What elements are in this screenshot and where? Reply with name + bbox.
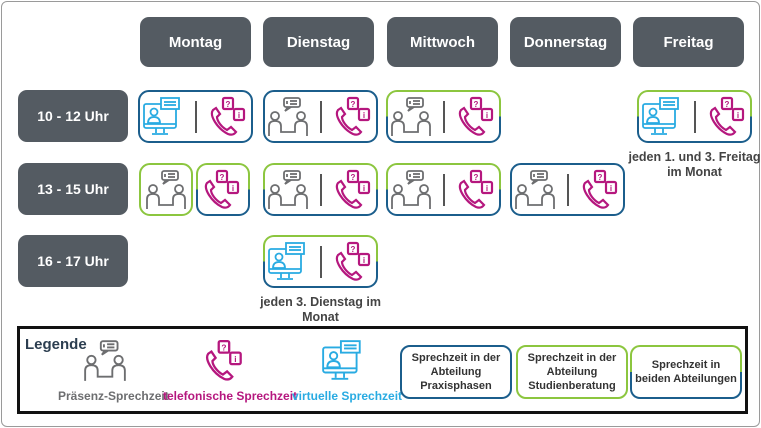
phone-info-icon: [207, 96, 251, 138]
separator: [693, 100, 696, 133]
consultation-slot: [139, 163, 193, 216]
phone-info-icon: [455, 96, 499, 138]
legend-phone-info-icon: [202, 339, 248, 383]
phone-info-icon: [332, 241, 376, 283]
phone-info-icon: [579, 169, 623, 211]
person-meeting-icon: [513, 169, 557, 211]
consultation-slot: [138, 90, 253, 143]
legend-department-box: Sprechzeit in beiden Abteilungen: [630, 345, 742, 399]
day-header-0: Montag: [140, 17, 251, 67]
virtual-screen-icon: [640, 96, 684, 138]
time-slot-2: 16 - 17 Uhr: [18, 235, 128, 287]
consultation-slot: [196, 163, 250, 216]
separator: [442, 100, 445, 133]
legend-department-label: Sprechzeit in der Abteilung Praxisphasen: [411, 352, 501, 392]
consultation-slot: [263, 235, 378, 288]
day-header-1: Dienstag: [263, 17, 374, 67]
consultation-slot: [510, 163, 625, 216]
separator: [442, 173, 445, 206]
legend-department-box: Sprechzeit in der Abteilung Studienberat…: [516, 345, 628, 399]
consultation-slot: [263, 163, 378, 216]
legend-virtual-screen-icon: [320, 339, 366, 383]
legend-title: Legende: [25, 336, 87, 353]
person-meeting-icon: [389, 96, 433, 138]
legend-department-label: Sprechzeit in beiden Abteilungen: [635, 359, 737, 385]
legend-mode-label: virtuelle Sprechzeit: [292, 389, 403, 403]
time-slot-0: 10 - 12 Uhr: [18, 90, 128, 142]
day-header-4: Freitag: [633, 17, 744, 67]
day-header-2: Mittwoch: [387, 17, 498, 67]
person-meeting-icon: [389, 169, 433, 211]
phone-info-icon: [201, 169, 245, 211]
consultation-slot: [263, 90, 378, 143]
virtual-screen-icon: [141, 96, 185, 138]
separator: [194, 100, 197, 133]
person-meeting-icon: [266, 169, 310, 211]
time-slot-1: 13 - 15 Uhr: [18, 163, 128, 215]
slot-note: jeden 1. und 3. Freitag im Monat: [628, 150, 761, 179]
phone-info-icon: [455, 169, 499, 211]
separator: [566, 173, 569, 206]
phone-info-icon: [332, 96, 376, 138]
day-header-3: Donnerstag: [510, 17, 621, 67]
legend-mode-label: Präsenz-Sprechzeit: [58, 389, 169, 403]
legend-mode-label: telefonische Sprechzeit: [163, 389, 298, 403]
person-meeting-icon: [266, 96, 310, 138]
separator: [319, 100, 322, 133]
consultation-slot: [386, 90, 501, 143]
phone-info-icon: [706, 96, 750, 138]
legend-department-box: Sprechzeit in der Abteilung Praxisphasen: [400, 345, 512, 399]
virtual-screen-icon: [266, 241, 310, 283]
consultation-slot: [637, 90, 752, 143]
slot-note: jeden 3. Dienstag im Monat: [260, 295, 381, 324]
phone-info-icon: [332, 169, 376, 211]
separator: [319, 173, 322, 206]
legend-department-label: Sprechzeit in der Abteilung Studienberat…: [527, 352, 617, 392]
legend-person-meeting-icon: [82, 339, 128, 383]
separator: [319, 245, 322, 278]
person-meeting-icon: [144, 169, 188, 211]
consultation-slot: [386, 163, 501, 216]
